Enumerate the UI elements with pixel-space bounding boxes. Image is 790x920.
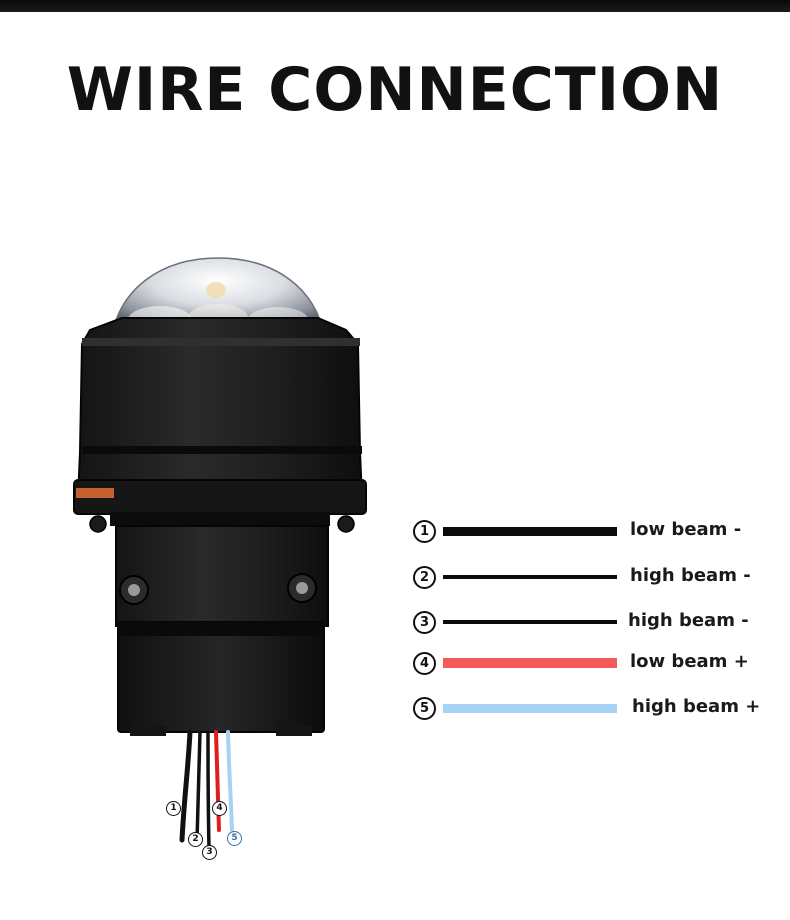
legend-row-5: 5 high beam + <box>410 694 790 724</box>
wire-line-2 <box>443 575 617 579</box>
wire-tag-1: 1 <box>166 801 181 816</box>
wire-tag-4: 4 <box>212 801 227 816</box>
legend-row-2: 2 high beam - <box>410 563 790 593</box>
legend-label-3: high beam - <box>628 610 749 631</box>
wire-harness <box>179 729 234 850</box>
legend-number-5: 5 <box>413 697 436 720</box>
legend-label-2: high beam - <box>630 565 751 586</box>
wire-line-1 <box>443 527 617 536</box>
legend-number-2: 2 <box>413 566 436 589</box>
page-title: WIRE CONNECTION <box>66 55 724 125</box>
legend-label-1: low beam - <box>630 519 742 540</box>
wire-line-4 <box>443 658 617 668</box>
legend-label-5: high beam + <box>632 696 761 717</box>
wire-tag-5: 5 <box>227 831 242 846</box>
neck-section <box>115 525 329 627</box>
legend-number-3: 3 <box>413 611 436 634</box>
wire-tag-3: 3 <box>202 845 217 860</box>
legend-number-1: 1 <box>413 520 436 543</box>
wire-line-5 <box>443 704 617 713</box>
top-dark-bar <box>0 0 790 12</box>
driver-box <box>117 621 325 736</box>
wire-tag-2: 2 <box>188 832 203 847</box>
legend-label-4: low beam + <box>630 651 749 672</box>
legend-row-1: 1 low beam - <box>410 517 790 547</box>
legend-row-3: 3 high beam - <box>410 608 790 638</box>
legend-row-4: 4 low beam + <box>410 649 790 679</box>
legend-number-4: 4 <box>413 652 436 675</box>
upper-housing <box>73 317 367 533</box>
wire-line-3 <box>443 620 617 624</box>
